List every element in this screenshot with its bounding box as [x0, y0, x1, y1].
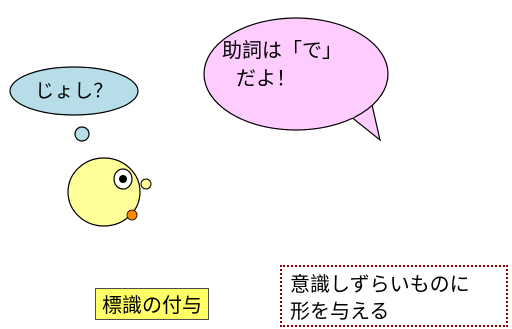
speech-line-1: 助詞は「で」 [222, 38, 342, 62]
speech-line-2: だよ！ [236, 66, 296, 90]
label-box: 標識の付与 [95, 288, 209, 320]
speech-bubble [203, 17, 389, 142]
thought-text: じょし？ [34, 80, 113, 102]
character [67, 157, 152, 227]
thought-bubble [9, 66, 139, 142]
speech-text: 助詞は「で」 だよ！ [222, 36, 382, 92]
note-line-1: 意識しずらいものに [290, 272, 470, 296]
note-box: 意識しずらいものに 形を与える [280, 265, 508, 327]
note-line-2: 形を与える [290, 299, 390, 323]
